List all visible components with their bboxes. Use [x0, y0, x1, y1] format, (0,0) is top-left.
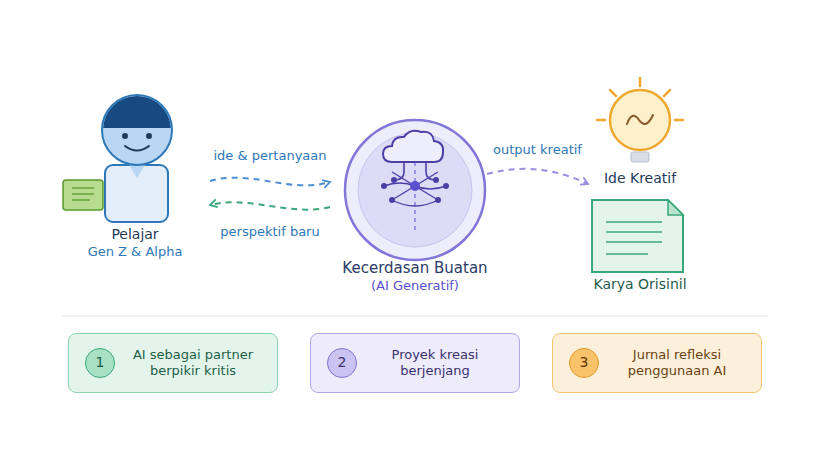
book-card	[63, 180, 103, 210]
node-title: Ide Kreatif	[604, 170, 676, 188]
student-node: PelajarGen Z & Alpha	[62, 88, 208, 262]
step-box: Jurnal refleksi penggunaan AI 3	[552, 333, 762, 393]
step-box: AI sebagai partner berpikir kritis 1	[68, 333, 278, 393]
node-subtitle: (AI Generatif)	[371, 278, 459, 294]
connector-arrow	[210, 178, 330, 186]
node-title: Karya Orisinil	[593, 276, 686, 294]
body	[105, 165, 168, 222]
node-subtitle: Gen Z & Alpha	[88, 244, 183, 260]
node-title: Pelajar	[111, 226, 158, 244]
ai-node: Kecerdasan Buatan(AI Generatif)	[330, 118, 500, 296]
idea-node: Ide Kreatif	[590, 72, 690, 192]
work-node: Karya Orisinil	[580, 196, 700, 296]
connector-arrow	[210, 202, 330, 209]
lightbulb-icon	[597, 78, 683, 162]
node-title: AI sebagai partner berpikir kritis	[123, 347, 263, 380]
node-title: Kecerdasan Buatan	[342, 259, 487, 278]
callout-number: 1	[96, 354, 105, 372]
callout-number: 2	[338, 354, 347, 372]
student-figure	[63, 92, 175, 222]
edge-label: ide & pertanyaan	[210, 148, 329, 164]
document-icon	[592, 200, 683, 272]
ai-circle	[345, 120, 485, 260]
node-title: Jurnal refleksi penggunaan AI	[607, 347, 747, 380]
step-box: Proyek kreasi berjenjang 2	[310, 333, 520, 393]
callout-number: 2	[327, 348, 357, 378]
node-title: Proyek kreasi berjenjang	[365, 347, 505, 380]
callout-number: 3	[569, 348, 599, 378]
callout-number: 1	[85, 348, 115, 378]
edge-label: perspektif baru	[217, 224, 322, 240]
callout-number: 3	[580, 354, 589, 372]
edge-label: output kreatif	[490, 142, 585, 158]
separator	[62, 315, 768, 316]
connector-arrow	[487, 169, 588, 184]
